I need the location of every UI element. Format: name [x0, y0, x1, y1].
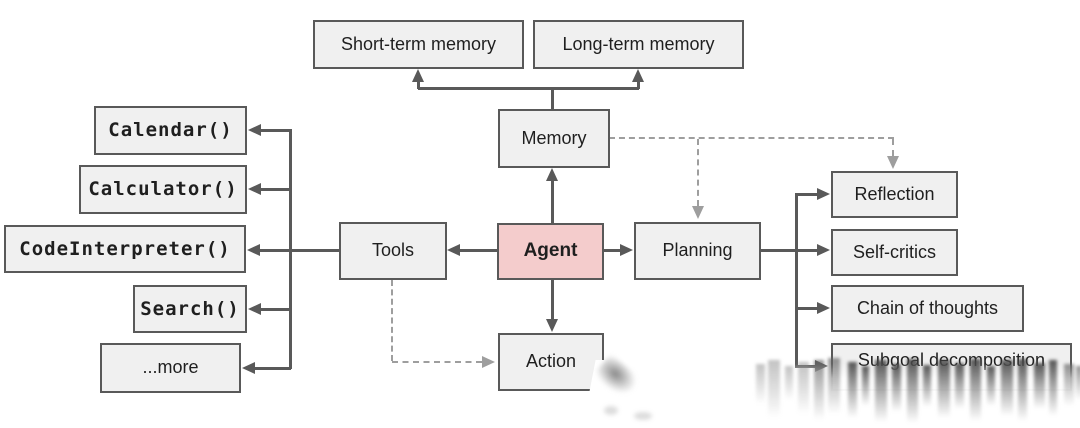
arrowhead-self-critics	[817, 244, 830, 256]
connector-to-reflection	[795, 193, 818, 196]
smear-streak	[848, 362, 857, 418]
node-more: ...more	[100, 343, 241, 393]
smear-streak	[970, 359, 981, 421]
connector-to-self-critics	[795, 249, 818, 252]
arrowhead-action	[546, 319, 558, 332]
smear-streak	[828, 358, 840, 414]
arrowhead-dashed-planning	[692, 206, 704, 219]
arrowhead-search	[248, 303, 261, 315]
node-reflection: Reflection	[831, 171, 958, 218]
smear-streak	[1064, 364, 1074, 406]
arrowhead-planning	[620, 244, 633, 256]
node-long-term-memory: Long-term memory	[533, 20, 744, 69]
node-short-term-memory: Short-term memory	[313, 20, 524, 69]
smear-streak	[862, 366, 869, 406]
arrowhead-calendar	[248, 124, 261, 136]
arrowhead-calculator	[248, 183, 261, 195]
dashed-memory-right	[609, 137, 894, 139]
smear-streak	[955, 363, 964, 409]
node-chain-of-thoughts: Chain of thoughts	[831, 285, 1024, 332]
smear-bottom-right	[752, 350, 1080, 428]
connector-to-chain-of-thoughts	[795, 307, 818, 310]
node-agent: Agent	[497, 223, 604, 280]
connector-tools-trunk	[289, 129, 292, 369]
smear-streak	[1034, 363, 1045, 409]
arrowhead-reflection	[817, 188, 830, 200]
node-memory: Memory	[498, 109, 610, 168]
smear-streak	[756, 364, 765, 404]
arrowhead-chain-of-thoughts	[817, 302, 830, 314]
smear-streak	[814, 360, 824, 420]
smear-streak	[1001, 360, 1013, 416]
node-search: Search()	[133, 285, 247, 333]
dashed-tools-to-action	[392, 361, 482, 363]
node-tools: Tools	[339, 222, 447, 280]
smear-streak	[768, 360, 780, 418]
arrowhead-dashed-action	[482, 356, 495, 368]
smear-streak	[785, 366, 793, 400]
connector-to-calculator	[259, 188, 291, 191]
arrowhead-dashed-reflection	[887, 156, 899, 169]
arrowhead-long-term	[632, 69, 644, 82]
dashed-down-to-planning	[697, 139, 699, 206]
smear-streak	[1076, 366, 1080, 400]
smear-streak	[907, 359, 918, 423]
smear-streak	[892, 364, 901, 412]
arrowhead-more	[242, 362, 255, 374]
connector-agent-planning	[603, 249, 621, 252]
connector-to-short-term	[417, 80, 420, 89]
arrowhead-memory	[546, 168, 558, 181]
connector-to-code-interpreter	[258, 249, 289, 252]
smear-speck-2	[634, 412, 652, 420]
smear-streak	[1018, 359, 1027, 421]
smear-speck-1	[604, 406, 618, 415]
dashed-tools-down	[391, 280, 393, 361]
arrowhead-tools	[447, 244, 460, 256]
smear-streak	[875, 360, 887, 422]
arrowhead-short-term	[412, 69, 424, 82]
connector-agent-tools	[458, 249, 498, 252]
connector-agent-memory	[551, 179, 554, 224]
connector-tools-trunk-link	[289, 249, 339, 252]
dashed-down-to-reflection	[892, 139, 894, 156]
connector-to-search	[259, 308, 291, 311]
connector-planning-trunk	[795, 193, 798, 367]
connector-memory-branch	[418, 87, 639, 90]
node-self-critics: Self-critics	[831, 229, 958, 276]
smear-streak	[923, 365, 931, 407]
smear-streak	[938, 360, 950, 418]
node-code-interpreter: CodeInterpreter()	[4, 225, 246, 273]
arrowhead-code-interpreter	[247, 244, 260, 256]
connector-agent-action	[551, 279, 554, 320]
smear-streak	[987, 366, 995, 406]
connector-memory-top-trunk	[551, 88, 554, 110]
smear-streak	[798, 362, 809, 414]
connector-planning-trunk-link	[760, 249, 797, 252]
connector-to-calendar	[259, 129, 291, 132]
node-calendar: Calendar()	[94, 106, 247, 155]
node-planning: Planning	[634, 222, 761, 280]
connector-to-more	[252, 367, 291, 370]
node-calculator: Calculator()	[79, 165, 247, 214]
connector-to-long-term	[637, 80, 640, 89]
smear-streak	[1049, 360, 1057, 416]
